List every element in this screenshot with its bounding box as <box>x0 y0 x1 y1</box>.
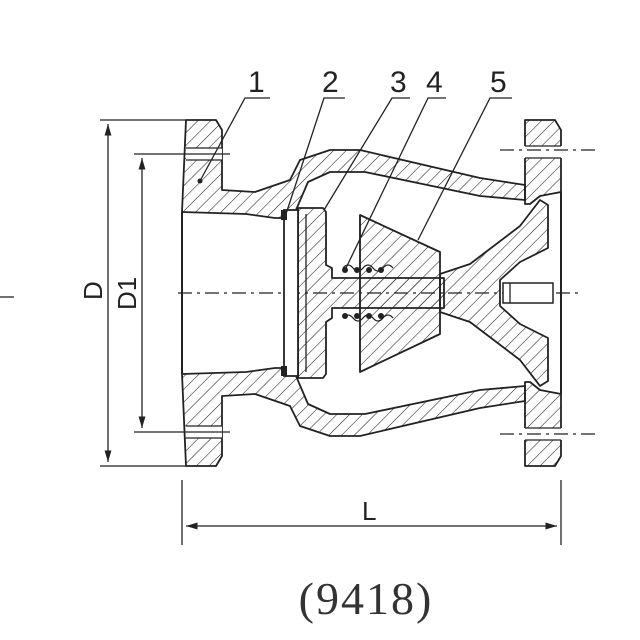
dimension-label-L: L <box>362 496 376 526</box>
callout-5: 5 <box>490 66 507 99</box>
guide-spider <box>439 199 554 387</box>
callout-4: 4 <box>426 66 443 99</box>
right-flange <box>519 119 565 467</box>
callout-3: 3 <box>390 66 407 99</box>
model-caption: (9418) <box>299 573 434 624</box>
dimension-D1 <box>134 149 600 435</box>
callout-1: 1 <box>248 66 265 99</box>
dimension-L <box>181 480 562 545</box>
callout-2: 2 <box>322 66 339 99</box>
disc-and-stem <box>281 207 445 379</box>
dimension-label-D: D <box>78 281 108 300</box>
leader-lines <box>199 97 512 269</box>
spring <box>342 264 394 322</box>
dimension-label-D1: D1 <box>112 277 142 310</box>
dimension-D <box>100 119 186 467</box>
